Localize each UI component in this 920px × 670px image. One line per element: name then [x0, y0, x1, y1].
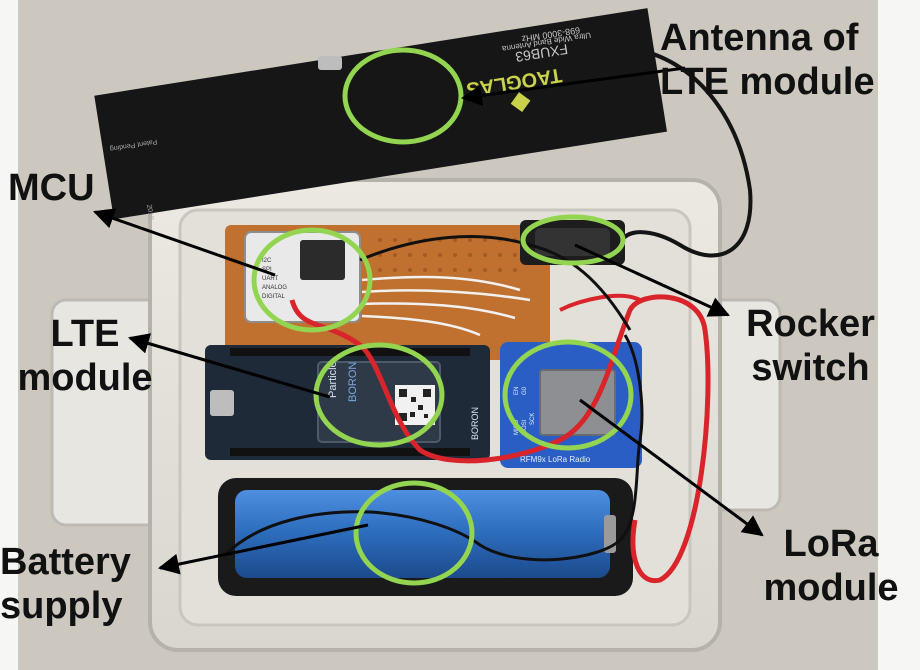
- white-wire-bundle-1: [361, 275, 521, 292]
- label-mcu: MCU: [8, 166, 95, 210]
- highlight-lora: [502, 339, 634, 451]
- label-lora: LoRa module: [752, 522, 910, 610]
- mcu-print-1: SPI: [262, 267, 272, 273]
- label-rocker-line-2: switch: [751, 347, 870, 389]
- mcu-chip: [300, 240, 345, 280]
- mcu-print-3: ANALOG: [262, 285, 287, 291]
- arrow-lora: [579, 398, 764, 537]
- label-battery: Battery supply: [0, 540, 131, 628]
- annotation-arrows: [93, 66, 764, 575]
- antenna-connector: [318, 56, 342, 70]
- arrow-mcu: [93, 208, 276, 277]
- rocker-switch-lever: [535, 228, 610, 256]
- label-battery-line-1: Battery: [0, 541, 131, 583]
- lora-board-print: RFM9x LoRa Radio: [520, 455, 591, 464]
- highlight-lte: [313, 342, 445, 448]
- battery-cell: [235, 490, 610, 578]
- lora-pin-print-0: EN: [514, 387, 520, 395]
- mcu-print-4: DIGITAL: [262, 294, 286, 300]
- red-wire: [289, 294, 711, 584]
- highlight-circles: [251, 47, 634, 586]
- lte-model-print: BORON: [347, 362, 359, 402]
- label-lte: LTE module: [0, 312, 170, 400]
- arrow-lte: [127, 333, 331, 399]
- black-wire-battery: [223, 334, 644, 562]
- arrow-battery: [157, 523, 369, 575]
- lora-pin-print-2: SCK: [530, 413, 536, 425]
- lora-radio-chip: [539, 369, 616, 436]
- mcu-print-0: I2C: [262, 258, 272, 264]
- lte-model-side-print: BORON: [470, 407, 480, 440]
- label-antenna-line-2: LTE module: [660, 61, 875, 103]
- highlight-rocker: [520, 214, 626, 266]
- arrow-antenna: [460, 66, 686, 106]
- highlight-battery: [353, 480, 475, 586]
- highlight-mcu: [251, 227, 373, 333]
- label-rocker: Rocker switch: [728, 302, 893, 390]
- lora-pin-print-1: G0: [522, 386, 528, 395]
- antenna-star-logo: [510, 92, 531, 113]
- black-wire-top: [359, 235, 632, 331]
- mcu-print-2: UART: [262, 276, 279, 282]
- white-wire-bundle-3: [361, 302, 516, 320]
- red-wire-2: [559, 293, 641, 312]
- label-lora-line-2: module: [763, 567, 899, 609]
- label-battery-line-2: supply: [0, 585, 123, 627]
- arrow-rocker: [574, 243, 730, 317]
- label-lora-line-1: LoRa: [783, 523, 879, 565]
- label-rocker-line-1: Rocker: [746, 303, 875, 345]
- battery-terminal: [604, 515, 616, 553]
- label-lte-line-2: module: [17, 357, 153, 399]
- lte-brand-print: Particle: [327, 361, 339, 398]
- label-antenna-line-1: Antenna of: [660, 17, 859, 59]
- lora-pin-print-4: MOSI: [522, 419, 528, 435]
- label-antenna: Antenna of LTE module: [660, 16, 875, 104]
- antenna: TAOGLAS FXUB63 698-3000 MHz Ultra Wide B…: [94, 8, 667, 221]
- label-mcu-line-1: MCU: [8, 167, 95, 209]
- usb-port: [210, 390, 234, 416]
- lte-qr-pattern: [399, 389, 431, 421]
- white-wire-bundle-2: [361, 289, 531, 302]
- lte-header-bottom: [230, 448, 470, 456]
- antenna-year-print: 2019: [145, 204, 154, 221]
- margin-left: [0, 0, 18, 670]
- label-lte-line-1: LTE: [50, 313, 120, 355]
- white-wire-bundle-4: [361, 314, 481, 337]
